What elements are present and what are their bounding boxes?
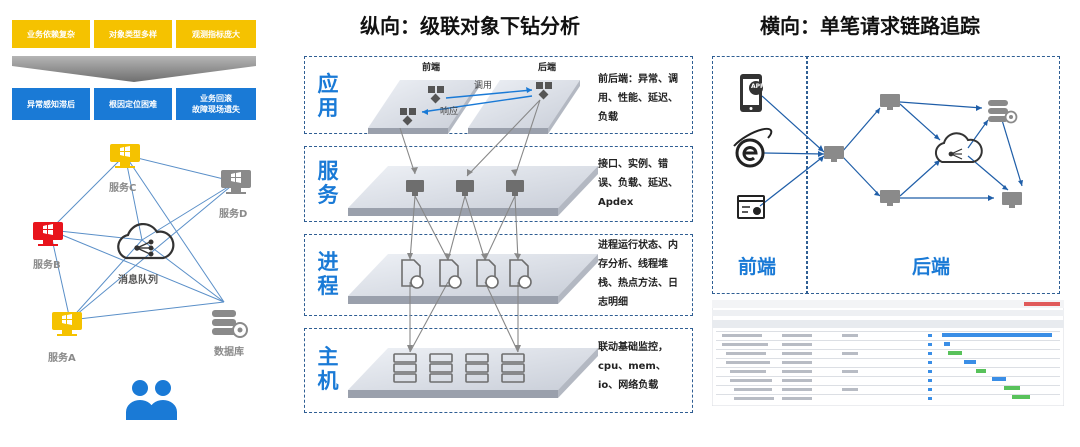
backend-label-horizontal: 后端 <box>912 256 951 278</box>
backend-label-vertical: 后端 <box>538 63 557 73</box>
layer-process <box>304 234 693 316</box>
phone-icon <box>740 74 763 112</box>
webpage-icon <box>737 195 765 219</box>
server-icon <box>393 353 525 383</box>
trace-diagram <box>733 74 1023 219</box>
trace-frontend-area <box>712 56 808 294</box>
layer-service <box>304 146 693 222</box>
node-label-message-queue: 消息队列 <box>118 275 158 286</box>
monitor-icon <box>110 144 140 168</box>
horizontal-trace-title: 横向：单笔请求链路追踪 <box>760 14 980 38</box>
monitor-icon <box>52 312 82 336</box>
issue-box-late-detection: 异常感知滞后 <box>12 88 90 120</box>
monitor-icon <box>33 222 63 246</box>
monitor-icon <box>824 94 1022 208</box>
frontend-label-horizontal: 前端 <box>738 256 777 278</box>
layer-label-host: 主 机 <box>317 345 339 393</box>
layer-desc-application: 前后端：异常、调用、性能、延迟、负载 <box>598 74 678 123</box>
database-icon <box>988 100 1018 124</box>
users-icon <box>126 380 177 420</box>
monitor-icon <box>406 180 524 196</box>
call-label: 调用 <box>474 81 493 91</box>
layer-desc-service: 接口、实例、错误、负载、延迟、Apdex <box>598 159 678 208</box>
node-label-service-c: 服务C <box>109 183 137 194</box>
cloud-icon <box>934 132 983 163</box>
node-label-service-d: 服务D <box>219 209 248 220</box>
layer-desc-host: 联动基础监控，cpu、mem、io、网络负载 <box>598 342 668 391</box>
vertical-drilldown-title: 纵向：级联对象下钻分析 <box>360 14 580 38</box>
app-label: APP <box>751 83 765 90</box>
layer-label-process: 进 程 <box>317 250 339 298</box>
frontend-label-vertical: 前端 <box>422 63 441 73</box>
pain-box-object-types: 对象类型多样 <box>94 20 172 48</box>
layer-label-service: 服 务 <box>317 159 339 207</box>
trace-table-thumbnail <box>712 300 1064 406</box>
monitor-icon <box>221 170 251 194</box>
issue-box-root-cause: 根因定位困难 <box>94 88 172 120</box>
cloud-icon <box>117 223 175 260</box>
layer-label-application: 应 用 <box>317 72 339 120</box>
drilldown-stack <box>348 80 598 398</box>
trace-backend-area <box>806 56 1060 294</box>
node-label-service-a: 服务A <box>48 353 76 364</box>
response-label: 响应 <box>440 107 459 117</box>
node-label-database: 数据库 <box>214 347 244 358</box>
browser-icon <box>733 127 773 168</box>
pain-box-dependency: 业务依赖复杂 <box>12 20 90 48</box>
pain-box-metrics: 观测指标庞大 <box>176 20 256 48</box>
service-topology <box>33 144 251 420</box>
issue-box-rollback: 业务回滚 故障现场遗失 <box>176 88 256 120</box>
process-icon <box>401 259 532 289</box>
node-label-service-b: 服务B <box>33 260 61 271</box>
layer-desc-process: 进程运行状态、内存分析、线程堆栈、热点方法、日志明细 <box>598 240 678 308</box>
database-icon <box>212 310 248 338</box>
layer-host <box>304 328 693 413</box>
funnel-arrow <box>12 56 256 82</box>
